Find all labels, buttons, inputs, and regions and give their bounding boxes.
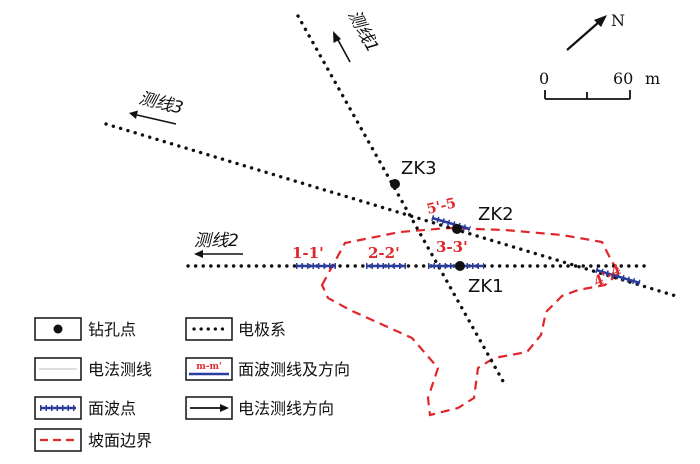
line1-label: 测线1 [344,7,383,56]
line2-direction-arrow [194,250,243,258]
zk1-label: ZK1 [468,276,504,297]
scale-end-label: 60 [613,69,633,88]
profile-2-label: 2-2' [368,244,400,262]
north-label: N [611,11,625,30]
legend-surface-wave-line-symbol: m-m' [185,357,233,381]
north-arrow [566,15,607,51]
profile-1-label: 1-1' [292,244,324,262]
line2-label: 测线2 [194,231,239,251]
electrode-line-3 [104,122,678,298]
zk2-label: ZK2 [478,204,514,225]
line1-direction-arrow [333,31,351,63]
scale-unit-label: m [645,69,660,88]
legend-surface-wave-line-label: 面波测线及方向 [238,360,350,379]
legend-slope-boundary-label: 坡面边界 [88,431,152,450]
legend-electrode-label: 电极系 [238,320,286,339]
borehole-zk1 [455,261,465,271]
legend-surface-wave-point-symbol [34,396,82,420]
zk3-label: ZK3 [401,158,437,179]
legend-electrical-direction-label: 电法测线方向 [238,399,334,418]
legend-borehole-label: 钻孔点 [88,320,136,339]
surface-wave-profile-5 [431,215,471,232]
legend-slope-boundary-symbol [34,428,82,452]
line3-direction-arrow [129,110,177,125]
profile-5-label: 5'-5 [425,195,458,218]
surface-wave-profile-4 [595,267,641,286]
legend-electrical-line-symbol [34,357,82,381]
slope-boundary [320,226,622,417]
legend-electrical-line-label: 电法测线 [88,360,152,379]
borehole-zk3 [390,179,400,189]
legend-electrical-direction-symbol [185,396,233,420]
legend: 钻孔点 电极系 电法测线 m-m' 面波测线及方向 面波点 [34,317,350,452]
legend-electrode-symbol [185,317,233,341]
electrode-line-1 [296,14,506,385]
legend-surface-wave-icon-text: m-m' [196,362,222,372]
legend-borehole-symbol [34,317,82,341]
profile-3-label: 3-3' [436,238,468,256]
scale-bar [544,90,631,100]
borehole-zk2 [452,224,462,234]
legend-surface-wave-point-label: 面波点 [88,399,136,418]
scale-start-label: 0 [539,69,549,88]
line3-label: 测线3 [137,88,185,118]
